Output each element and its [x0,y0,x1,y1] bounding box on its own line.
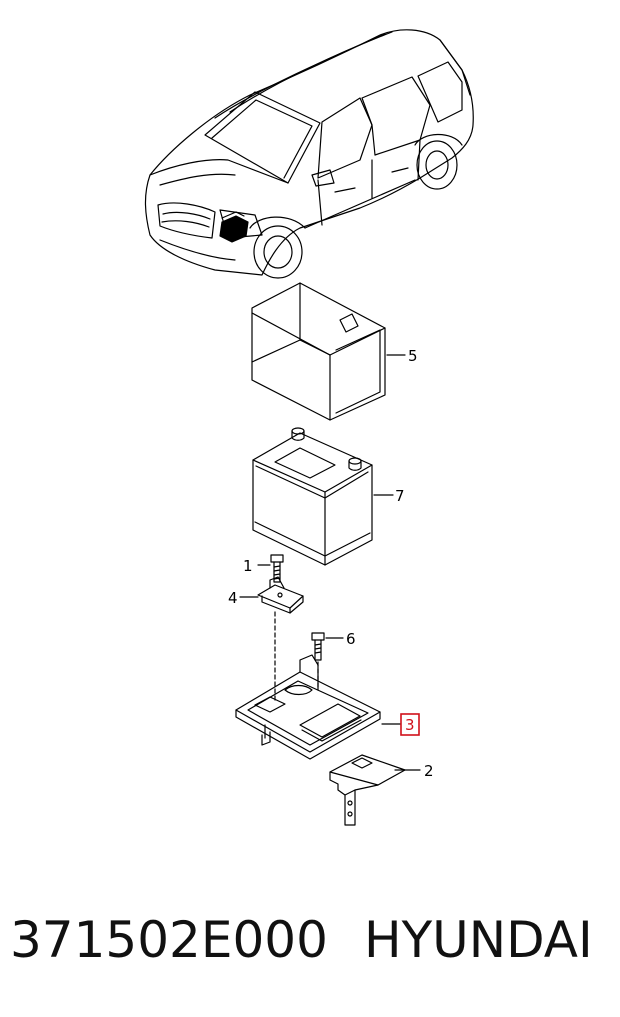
brand-name: HYUNDAI [364,911,593,969]
parts-diagram: 5 7 1 4 6 3 2 [144,29,474,826]
callout-label-2[interactable]: 2 [424,762,434,780]
battery-tray-illustration [235,654,381,760]
battery-cover-illustration [251,282,386,421]
highlight-box [400,713,420,736]
callout-label-1[interactable]: 1 [243,557,253,575]
callout-label-3[interactable]: 3 [405,716,415,734]
caption-bar: 371502E000 HYUNDAI [0,905,620,975]
callout-label-5[interactable]: 5 [408,347,418,365]
bolt-1-illustration [270,554,284,583]
battery-illustration [252,427,373,566]
mounting-bracket-illustration [329,754,406,826]
callout-label-6[interactable]: 6 [346,630,356,648]
vehicle-illustration [144,29,474,279]
part-number: 371502E000 [10,911,328,969]
clamp-bracket-illustration [257,576,304,614]
callout-label-7[interactable]: 7 [395,487,405,505]
bolt-6-illustration [311,632,325,661]
callout-label-4[interactable]: 4 [228,589,238,607]
